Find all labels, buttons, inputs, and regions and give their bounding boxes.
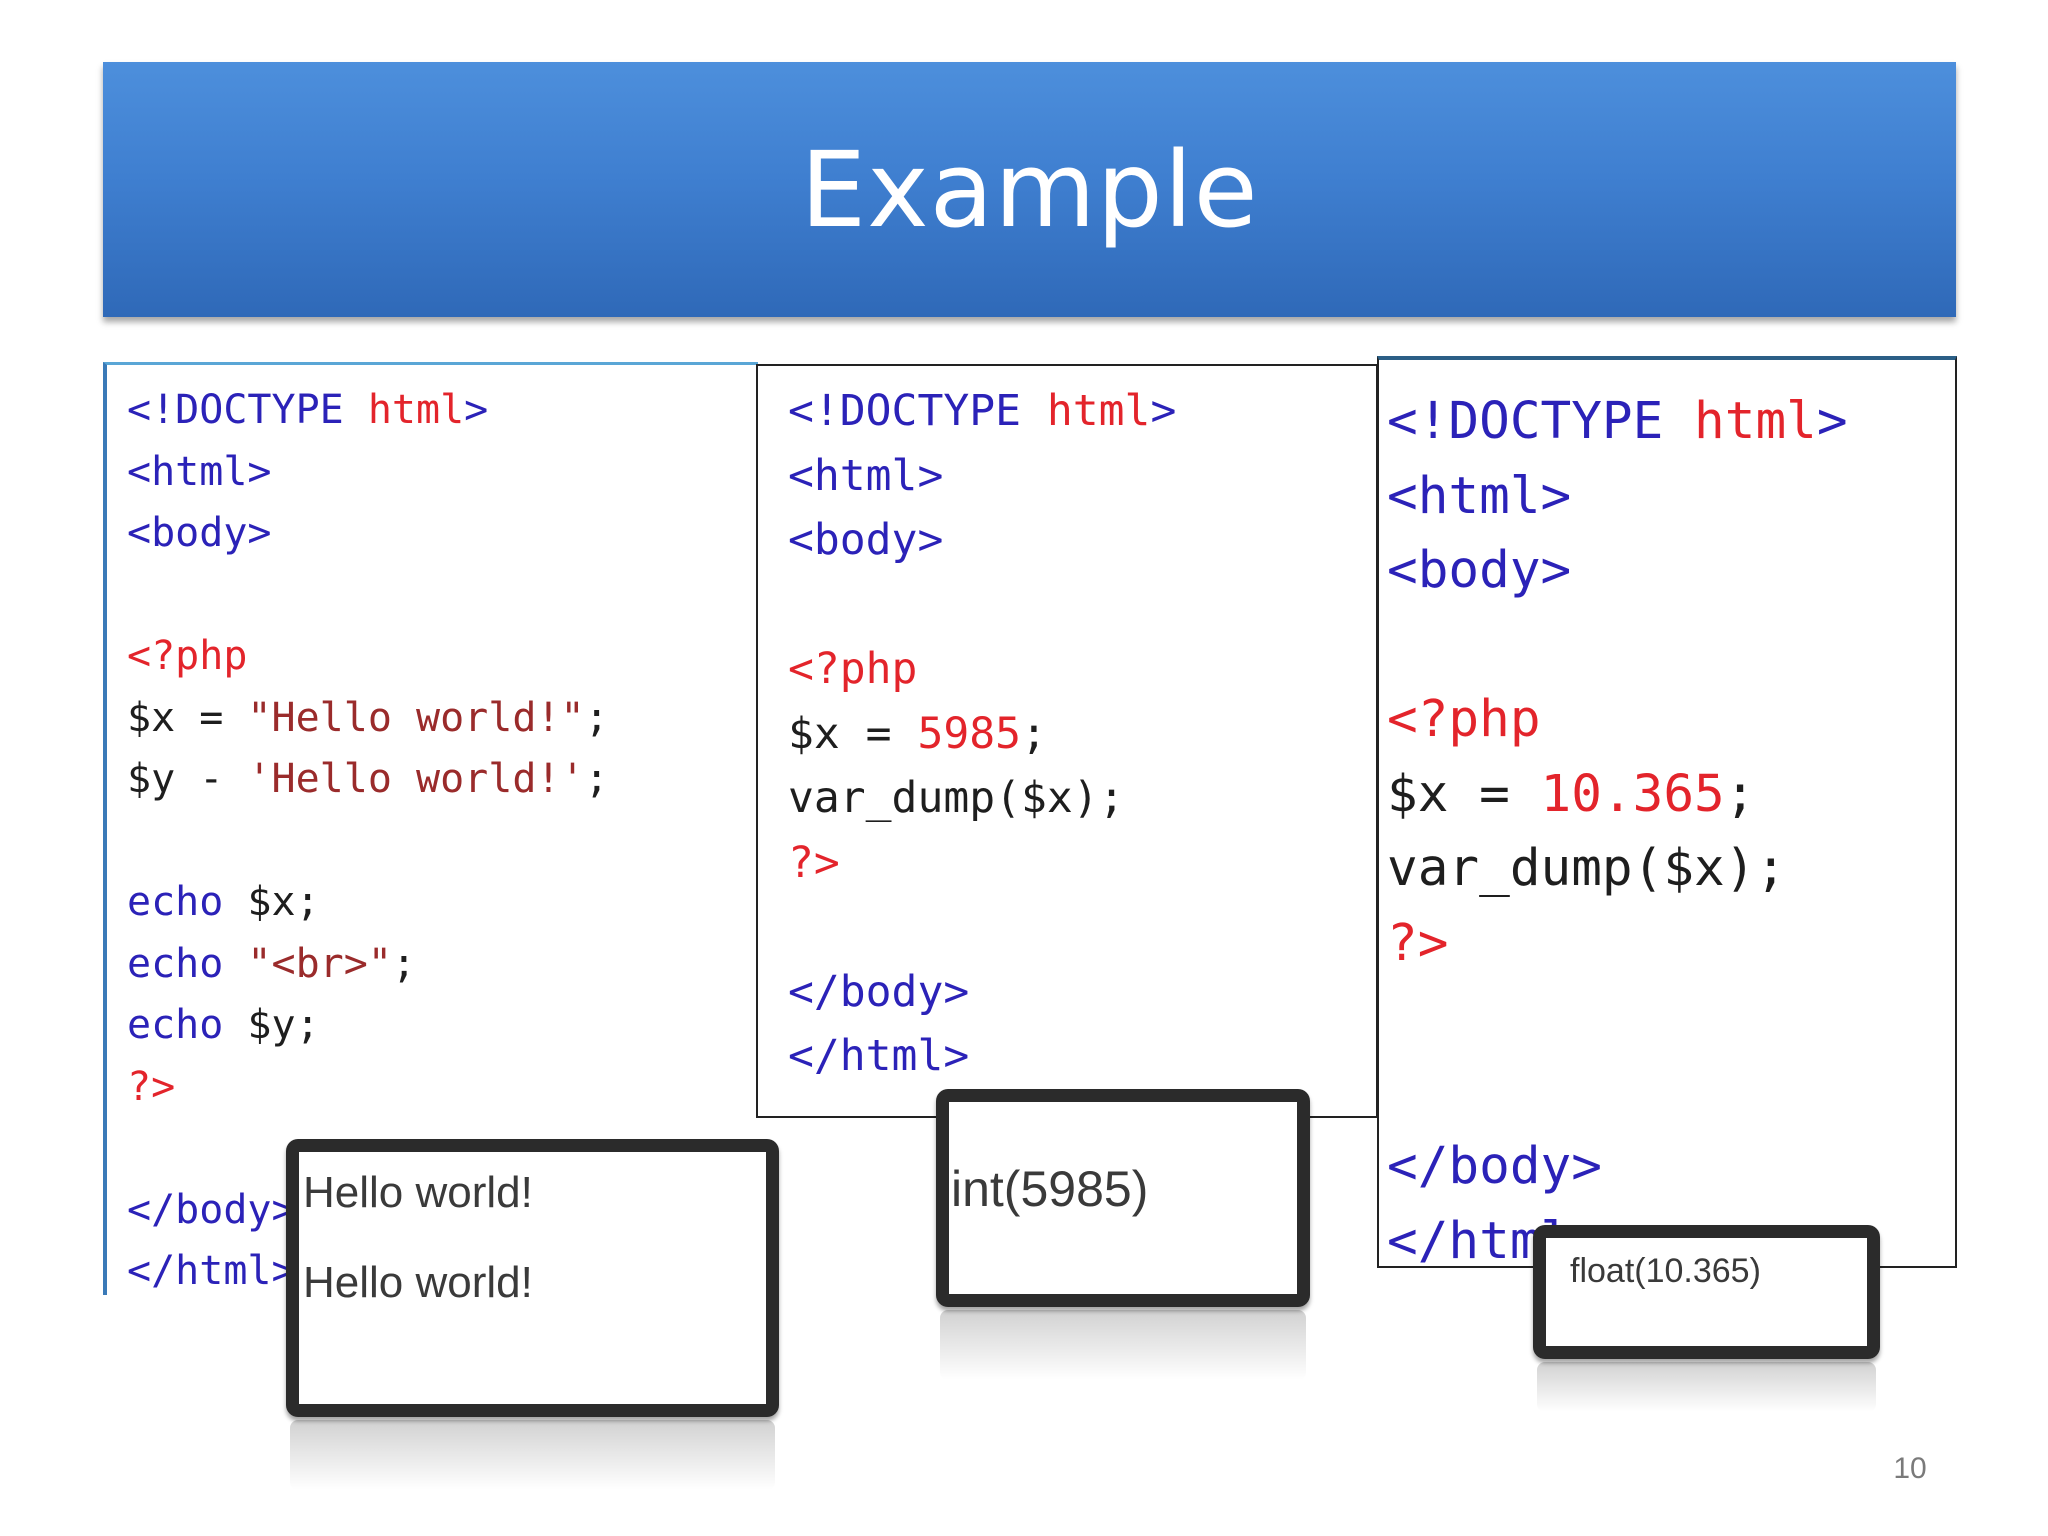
code-token: <!DOCTYPE xyxy=(1387,392,1695,451)
code-line: <html> xyxy=(127,449,272,495)
code-line: var_dump($x); xyxy=(1387,839,1786,898)
code-token: ; xyxy=(584,694,609,741)
code-token: var_dump($x); xyxy=(788,773,1125,823)
code-token: ; xyxy=(1724,764,1756,824)
code-token: echo xyxy=(127,1002,248,1048)
code-token: <html> xyxy=(1387,466,1572,526)
code-line: </html> xyxy=(788,1031,969,1081)
code-token: ?> xyxy=(788,837,840,888)
code-token: $x = xyxy=(788,708,918,759)
code-line: echo $y; xyxy=(127,1002,320,1048)
code-line: </body> xyxy=(1387,1137,1602,1196)
code-token: <?php xyxy=(788,644,918,694)
code-line: <html> xyxy=(788,451,943,501)
code-token: ?> xyxy=(127,1063,176,1110)
code-panel-float-example: <!DOCTYPE html> <html> <body> <?php $x = 10.… xyxy=(1377,356,1957,1271)
code-token: </body> xyxy=(127,1186,296,1233)
code-line: </body> xyxy=(788,967,969,1017)
code-token: $x; xyxy=(247,879,320,925)
code-token: echo xyxy=(127,879,248,925)
code-token: ; xyxy=(391,940,417,987)
code-token: <!DOCTYPE xyxy=(127,387,368,433)
output-text: Hello world! xyxy=(303,1258,533,1307)
code-token: 'Hello world!' xyxy=(247,756,585,802)
code-line: $y - 'Hello world!'; xyxy=(127,756,609,802)
code-line: var_dump($x); xyxy=(788,773,1125,823)
code-token: <body> xyxy=(788,515,944,565)
code-line: <?php xyxy=(1387,690,1541,749)
code-token: <!DOCTYPE xyxy=(788,386,1047,436)
code-token: > xyxy=(1816,392,1848,451)
page-number: 10 xyxy=(1893,1452,1927,1485)
code-token: <?php xyxy=(1387,690,1541,749)
code-line: <!DOCTYPE html> xyxy=(127,387,488,433)
output-text: float(10.365) xyxy=(1570,1252,1761,1290)
code-line: </html> xyxy=(127,1248,296,1294)
code-token: "Hello world!" xyxy=(247,694,585,741)
code-token: html xyxy=(1694,392,1817,451)
code-line: </body> xyxy=(127,1187,296,1233)
code-token: html xyxy=(1046,386,1151,436)
code-token: 5985 xyxy=(917,708,1022,759)
code-token: var_dump($x); xyxy=(1387,839,1787,898)
title-bar: Example xyxy=(103,62,1956,317)
output-window-float: float(10.365) xyxy=(1533,1225,1880,1359)
code-token: </html> xyxy=(127,1248,296,1294)
code-line: ?> xyxy=(1387,914,1448,973)
code-line: <?php xyxy=(127,633,247,679)
code-token: <body> xyxy=(1387,541,1572,600)
code-token: ?> xyxy=(1387,913,1449,973)
code-line: ?> xyxy=(788,838,840,888)
code-token: html xyxy=(367,387,465,433)
output-window-int: int(5985) xyxy=(936,1089,1310,1307)
output-reflection xyxy=(940,1310,1306,1380)
output-reflection xyxy=(1537,1362,1876,1412)
code-token: 10.365 xyxy=(1540,764,1725,824)
code-line: $x = 10.365; xyxy=(1387,765,1755,824)
code-line: $x = "Hello world!"; xyxy=(127,695,609,741)
output-reflection xyxy=(290,1420,775,1490)
code-token: "<br>" xyxy=(247,940,392,987)
code-panel-int-example: <!DOCTYPE html> <html> <body> <?php $x = 598… xyxy=(756,364,1378,1118)
code-token: $x = xyxy=(1387,764,1541,824)
output-text: Hello world! xyxy=(303,1168,533,1217)
code-line: echo "<br>"; xyxy=(127,941,416,987)
code-token: <?php xyxy=(127,633,248,679)
code-token: > xyxy=(1150,386,1177,436)
code-token: echo xyxy=(127,940,248,987)
code-token: </body> xyxy=(788,966,970,1017)
code-token: $y - xyxy=(127,756,248,802)
code-token: <html> xyxy=(127,448,272,495)
code-token: </body> xyxy=(1387,1137,1602,1196)
output-window-string: Hello world! Hello world! xyxy=(286,1139,779,1417)
code-line: echo $x; xyxy=(127,879,320,925)
code-line: $x = 5985; xyxy=(788,709,1047,759)
code-line: <body> xyxy=(788,515,943,565)
code-line: <body> xyxy=(127,510,272,556)
code-line: <?php xyxy=(788,644,917,694)
code-token: $x = xyxy=(127,694,248,741)
code-token: ; xyxy=(584,756,609,802)
code-token: <body> xyxy=(127,510,272,556)
code-line: <!DOCTYPE html> xyxy=(788,386,1176,436)
code-token: </html> xyxy=(788,1031,970,1081)
code-token: $y; xyxy=(247,1002,320,1048)
code-token: ; xyxy=(1021,708,1047,759)
code-line: ?> xyxy=(127,1064,175,1110)
code-line: <!DOCTYPE html> xyxy=(1387,392,1848,451)
slide-title: Example xyxy=(800,128,1259,251)
code-token: > xyxy=(464,387,489,433)
code-line: <body> xyxy=(1387,541,1571,600)
code-token: <html> xyxy=(788,450,944,501)
output-text: int(5985) xyxy=(951,1161,1149,1217)
code-line: <html> xyxy=(1387,467,1571,526)
